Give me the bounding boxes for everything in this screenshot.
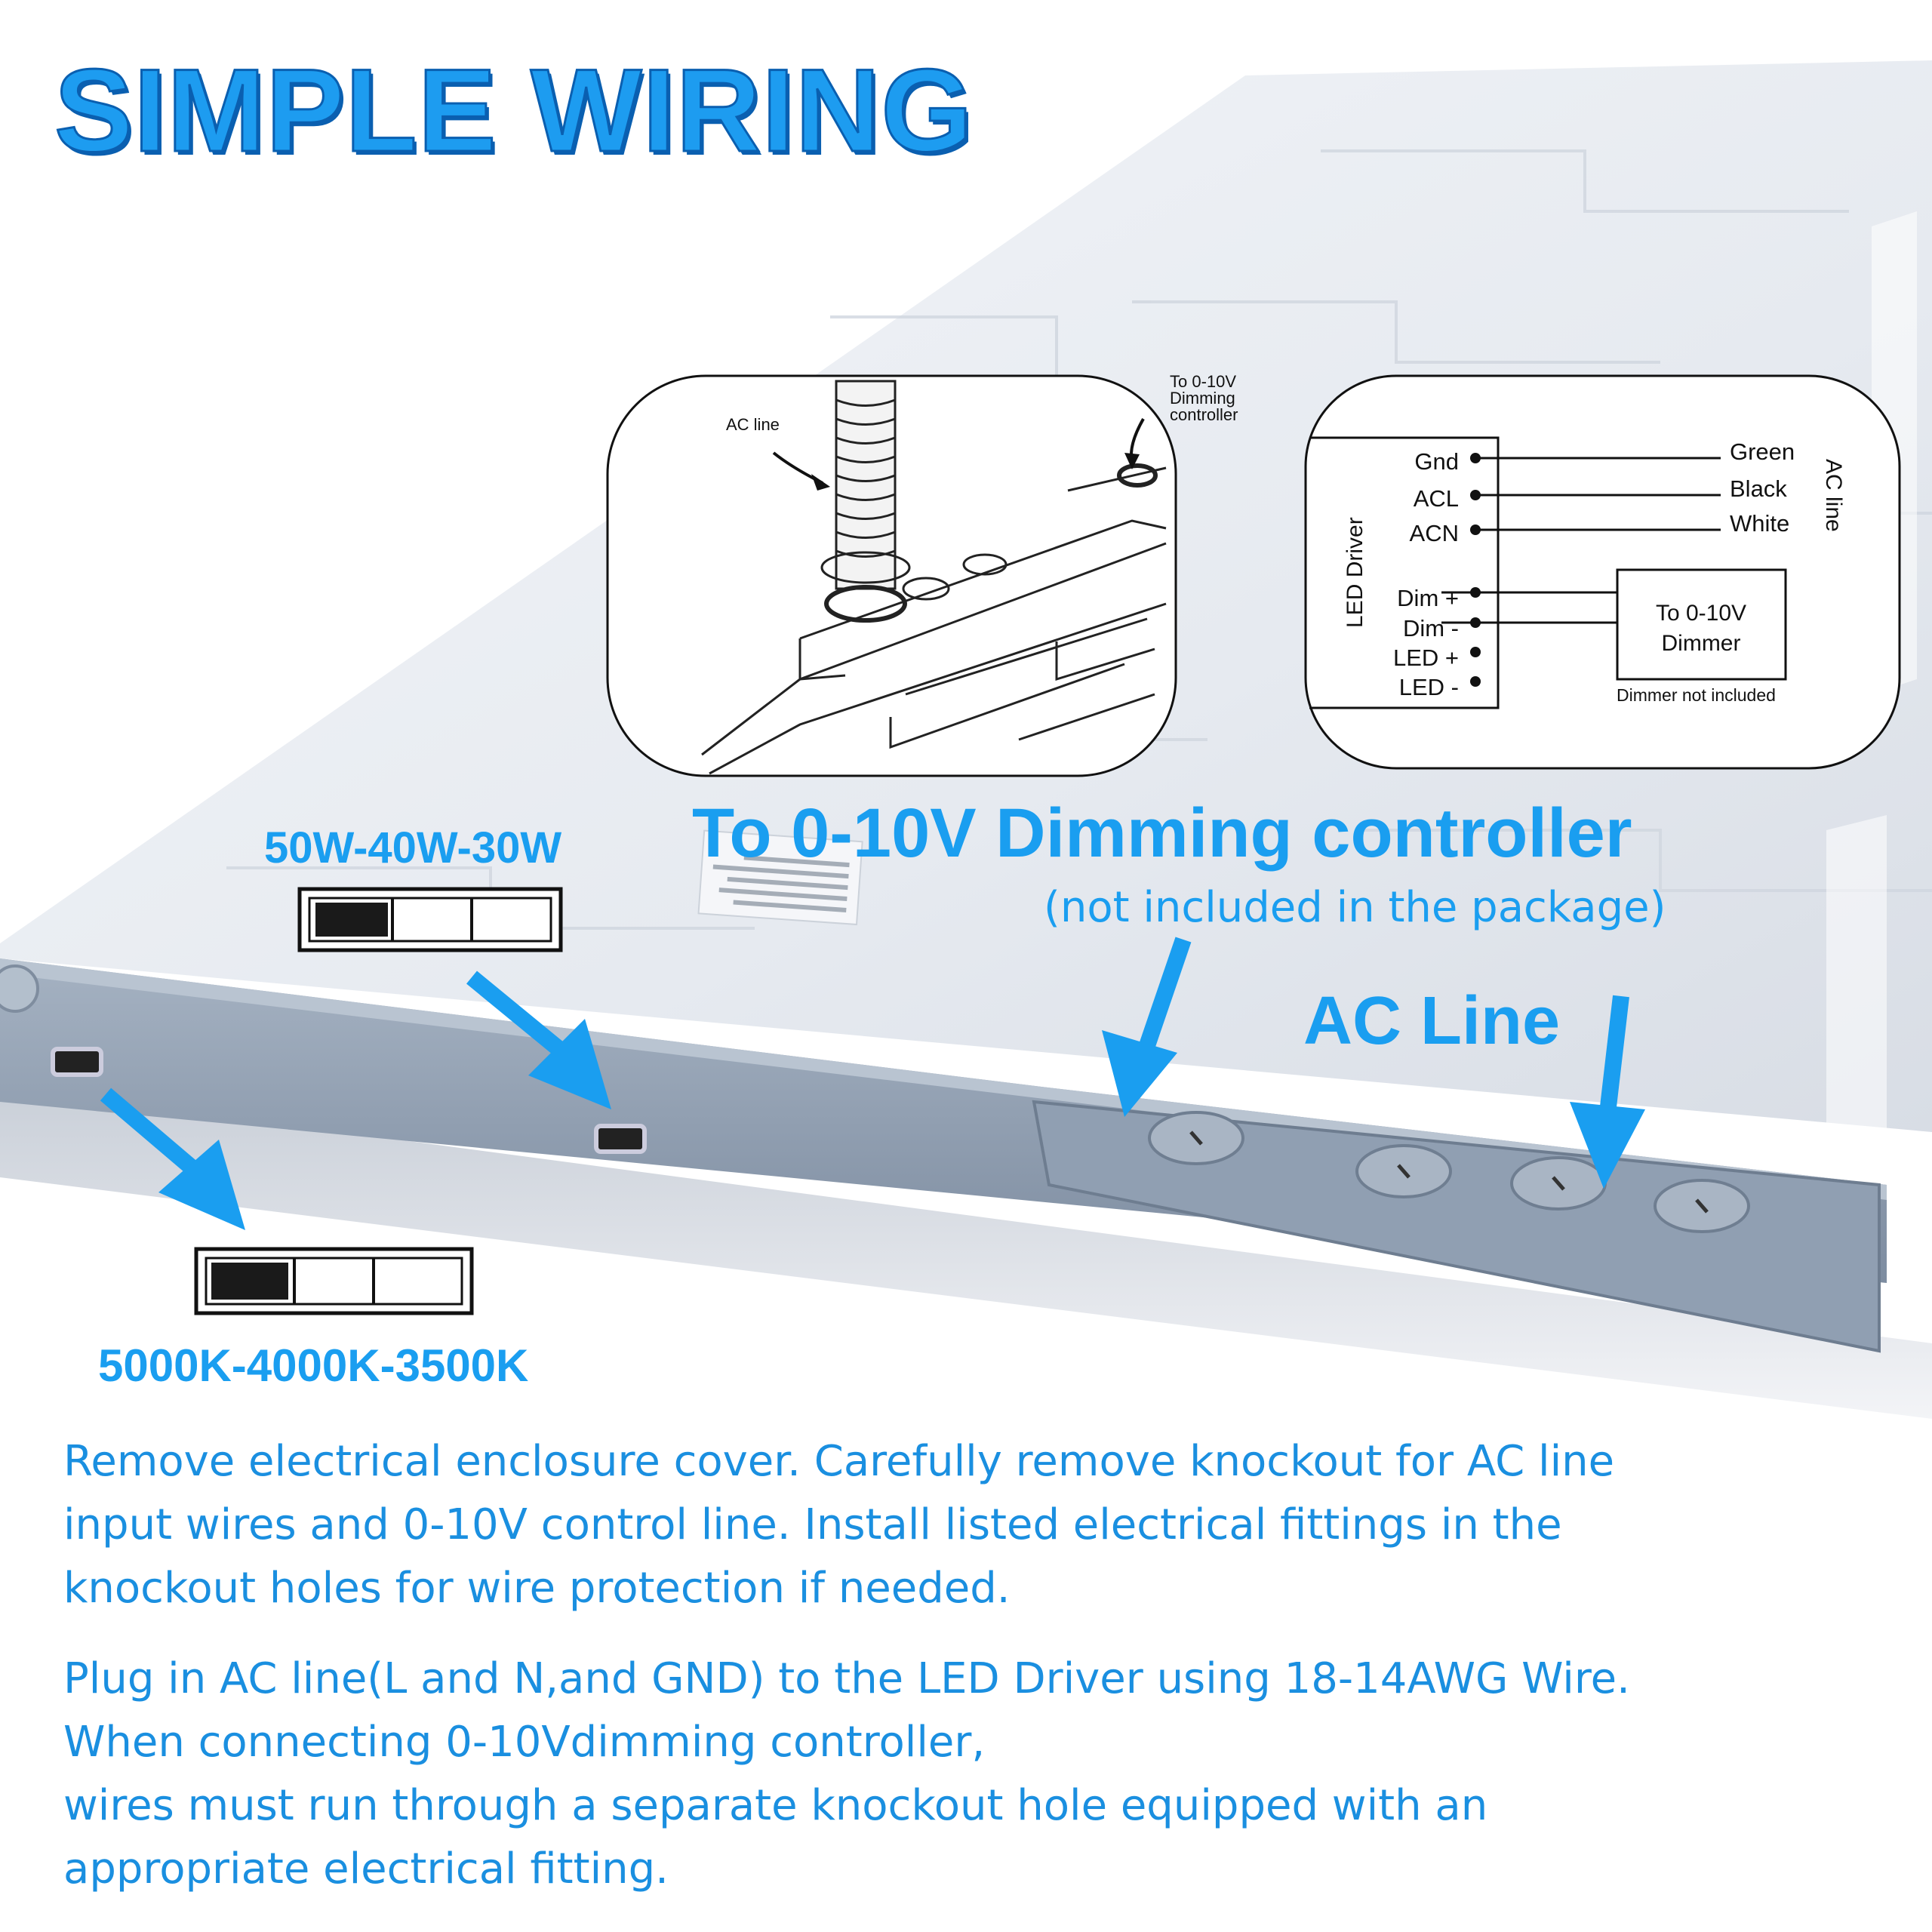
instruction-step-2: Plug in AC line(L and N,and GND) to the … — [63, 1647, 1799, 1901]
dimmer-box-label: To 0-10V — [1656, 601, 1746, 626]
callout-arrows — [100, 937, 1645, 1230]
instruction-paragraph: Remove electrical enclosure cover. Caref… — [63, 1437, 1615, 1613]
panel-rim — [0, 1087, 1932, 1419]
install-controller-label: controller — [1170, 405, 1238, 424]
driver-terminal-label: ACN — [1410, 520, 1459, 546]
led-driver-label: LED Driver — [1343, 517, 1367, 628]
install-diagram: AC line To 0-10V Dimming controller — [606, 372, 1238, 777]
wattage-switch-icon — [297, 887, 563, 952]
install-controller-label: To 0-10V — [1170, 372, 1236, 391]
dimmer-note: Dimmer not included — [1617, 685, 1776, 705]
cct-switch-icon — [194, 1247, 474, 1315]
driver-terminal-label: LED - — [1399, 674, 1459, 700]
terminal-dot — [1470, 676, 1481, 687]
instruction-step-1: Remove electrical enclosure cover. Caref… — [63, 1430, 1799, 1620]
cct-label: 5000K-4000K-3500K — [98, 1340, 529, 1391]
dimmer-box-label: Dimmer — [1662, 631, 1741, 656]
instruction-paragraph: Plug in AC line(L and N,and GND) to the … — [63, 1654, 1630, 1767]
dimming-controller-callout: To 0-10V Dimming controller — [692, 795, 1632, 872]
ac-line-label: AC line — [1821, 459, 1846, 532]
driver-terminal-label: Dim + — [1397, 585, 1459, 611]
ac-line-callout: AC Line — [1303, 983, 1561, 1059]
wire-color-label: Black — [1730, 475, 1787, 502]
wire-color-label: White — [1730, 510, 1789, 537]
terminal-dot — [1470, 647, 1481, 657]
wire-color-label: Green — [1730, 438, 1795, 465]
driver-terminal-label: Dim - — [1403, 615, 1459, 641]
install-ac-line-label: AC line — [726, 415, 780, 434]
driver-terminal-label: LED + — [1393, 645, 1459, 671]
wattage-label: 50W-40W-30W — [264, 823, 562, 872]
driver-terminal-label: Gnd — [1414, 448, 1459, 475]
page-title: SIMPLE WIRING — [54, 45, 974, 178]
instruction-paragraph: wires must run through a separate knocko… — [63, 1781, 1488, 1894]
driver-terminal-label: ACL — [1414, 485, 1459, 512]
install-controller-label: Dimming — [1170, 389, 1235, 408]
dimming-controller-note: (not included in the package) — [1044, 883, 1666, 932]
